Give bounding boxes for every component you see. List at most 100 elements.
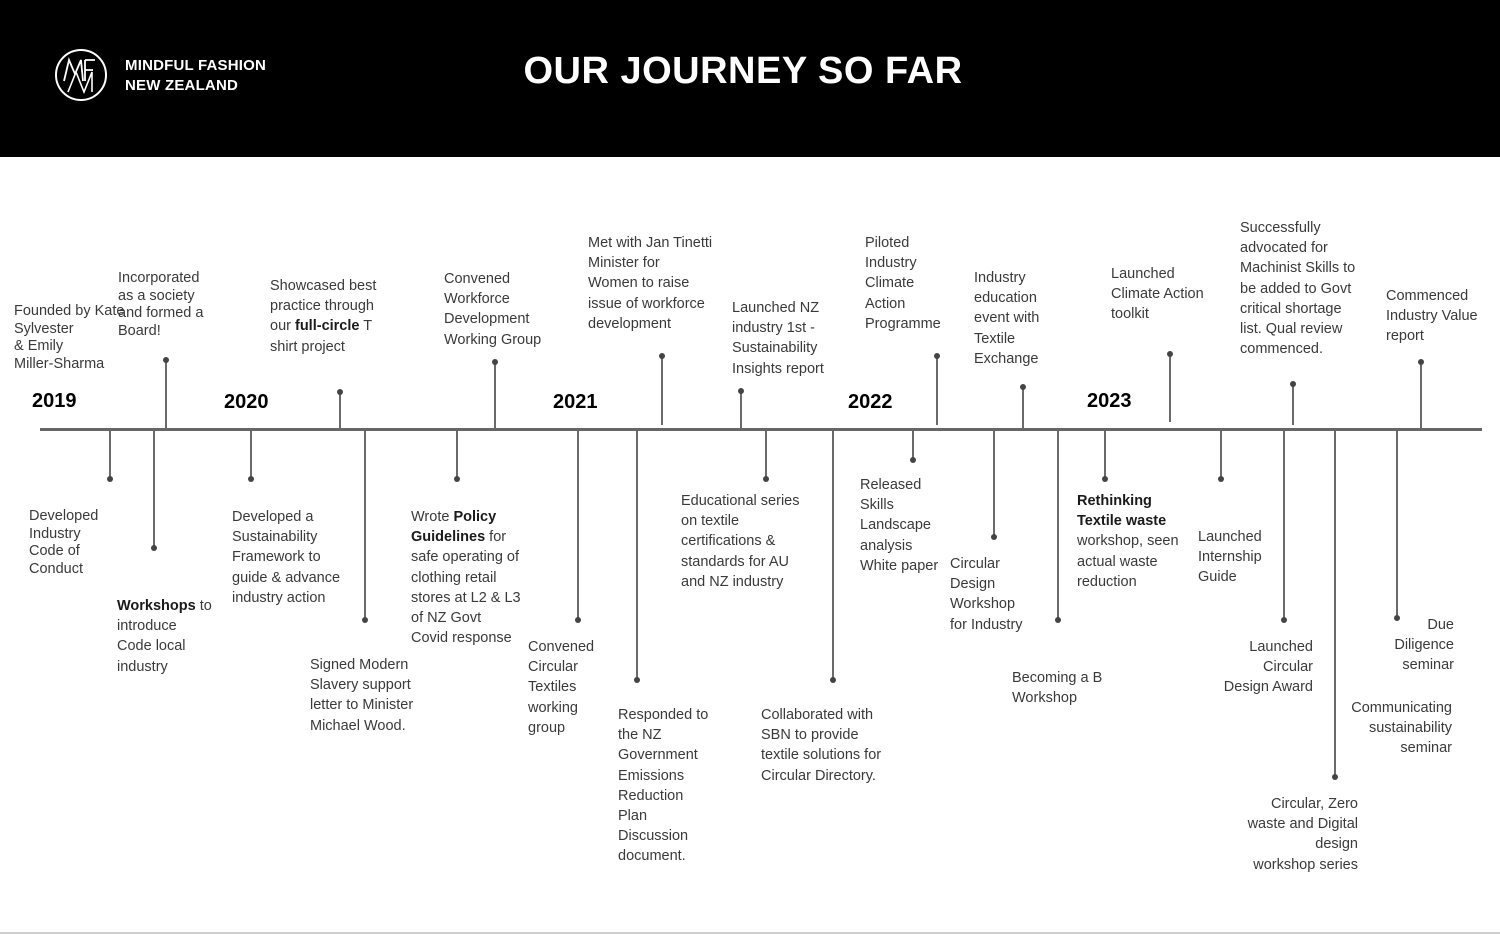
marker-dot: [163, 357, 169, 363]
event-line: Circular: [1263, 659, 1313, 676]
event-line: Circular, Zero: [1270, 796, 1358, 812]
event-workshops-code: Workshops to introduce Code local indust…: [117, 596, 212, 677]
event-line: on textile: [681, 513, 740, 530]
event-textile-exchange: Industry education event with Textile Ex…: [974, 268, 1039, 369]
event-line: Insights report: [732, 360, 824, 377]
event-insights-report: Launched NZ industry 1st - Sustainabilit…: [732, 298, 824, 379]
event-sustainability-framework: Developed a Sustainability Framework to …: [232, 507, 340, 608]
event-line: Collaborated with: [761, 707, 874, 723]
event-line: design: [1315, 836, 1358, 853]
event-line: Industry: [974, 270, 1026, 286]
event-line: Founded by Kate: [14, 303, 125, 319]
marker-dot: [1394, 615, 1400, 621]
event-line: Launched NZ: [732, 300, 820, 316]
event-line: Conduct: [29, 560, 84, 577]
marker-dot: [763, 476, 769, 482]
event-line: Workshop: [1012, 690, 1078, 707]
marker-stem: [1420, 362, 1422, 429]
event-line: Sustainability: [232, 529, 318, 546]
event-line: letter to Minister: [310, 697, 414, 714]
marker-stem: [661, 356, 663, 425]
event-line: Climate: [865, 275, 915, 292]
event-line: Circular: [950, 556, 1000, 572]
event-circular-design-award: Launched Circular Design Award: [1212, 637, 1313, 698]
year-2023: 2023: [1087, 390, 1132, 412]
event-workforce-group: Convened Workforce Development Working G…: [444, 269, 541, 350]
event-line: Educational series: [681, 493, 800, 509]
event-skills-landscape: Released Skills Landscape analysis White…: [860, 475, 938, 576]
marker-dot: [151, 545, 157, 551]
event-line: Emissions: [618, 767, 685, 784]
event-line: Showcased best: [270, 278, 377, 294]
event-line: Sustainability: [732, 340, 818, 357]
event-line: stores at L2 & L3: [411, 589, 521, 606]
event-line: Skills: [860, 497, 894, 514]
marker-dot: [107, 476, 113, 482]
event-line: shirt project: [270, 338, 345, 355]
marker-stem: [1169, 354, 1171, 422]
event-line: Code of: [29, 543, 80, 560]
marker-dot: [1281, 617, 1287, 623]
marker-dot: [1055, 617, 1061, 623]
event-met-minister: Met with Jan Tinetti Minister for Women …: [588, 233, 712, 334]
event-educational-series: Educational series on textile certificat…: [681, 491, 800, 592]
event-founded: Founded by Kate Sylvester & Emily Miller…: [14, 303, 124, 373]
event-line: report: [1386, 328, 1424, 345]
marker-stem: [1057, 431, 1059, 620]
event-line: guide & advance: [232, 569, 341, 586]
event-line: Reduction: [618, 787, 684, 804]
event-line: Development: [444, 311, 530, 328]
marker-dot: [738, 388, 744, 394]
event-line: Convened: [444, 271, 511, 287]
event-line: Piloted: [865, 235, 910, 251]
event-line: Michael Wood.: [310, 717, 406, 734]
event-line: advocated for: [1240, 240, 1328, 257]
event-line: Action: [865, 295, 906, 312]
event-line: Incorporated: [118, 270, 200, 286]
event-line: Miller-Sharma: [14, 355, 105, 372]
event-line: for Industry: [950, 616, 1023, 633]
event-circular-textiles-group: Convened Circular Textiles working group: [528, 637, 594, 738]
event-line: the NZ: [618, 727, 662, 744]
event-sbn-collaboration: Collaborated with SBN to provide textile…: [761, 705, 881, 786]
marker-dot: [659, 353, 665, 359]
event-line: commenced.: [1240, 341, 1324, 358]
event-line-bold: Guidelines: [411, 529, 486, 546]
marker-stem: [912, 431, 914, 460]
event-line: for: [485, 529, 507, 546]
event-line: Developed: [29, 508, 99, 524]
event-line: textile solutions for: [761, 747, 882, 764]
marker-dot: [1290, 381, 1296, 387]
event-line: Board!: [118, 322, 161, 339]
event-line: Workforce: [444, 291, 510, 308]
event-line-bold: Policy: [453, 509, 497, 525]
marker-stem: [494, 362, 496, 429]
event-line: seminar: [1400, 740, 1452, 757]
event-line: Developed a: [232, 509, 314, 525]
marker-dot: [337, 389, 343, 395]
marker-dot: [991, 534, 997, 540]
event-design-workshop-series: Circular, Zero waste and Digital design …: [1230, 794, 1358, 875]
marker-stem: [165, 360, 167, 429]
marker-stem: [339, 392, 341, 429]
event-line: Communicating: [1351, 700, 1452, 716]
marker-dot: [248, 476, 254, 482]
year-2021: 2021: [553, 391, 598, 413]
marker-dot: [934, 353, 940, 359]
event-line: Launched: [1111, 266, 1175, 282]
event-line: as a society: [118, 287, 195, 304]
event-line: Landscape: [860, 517, 931, 534]
event-line: safe operating of: [411, 549, 520, 566]
marker-stem: [1022, 387, 1024, 429]
event-circular-design-workshop: Circular Design Workshop for Industry: [950, 554, 1023, 635]
event-line: Exchange: [974, 350, 1039, 367]
marker-stem: [364, 431, 366, 620]
event-line: industry action: [232, 589, 326, 606]
marker-stem: [153, 431, 155, 548]
event-line: Released: [860, 477, 922, 493]
event-climate-toolkit: Launched Climate Action toolkit: [1111, 264, 1204, 325]
event-line: Met with Jan Tinetti: [588, 235, 713, 251]
year-2019: 2019: [32, 390, 77, 412]
event-line: Government: [618, 747, 698, 764]
event-line: Design Award: [1223, 679, 1313, 696]
